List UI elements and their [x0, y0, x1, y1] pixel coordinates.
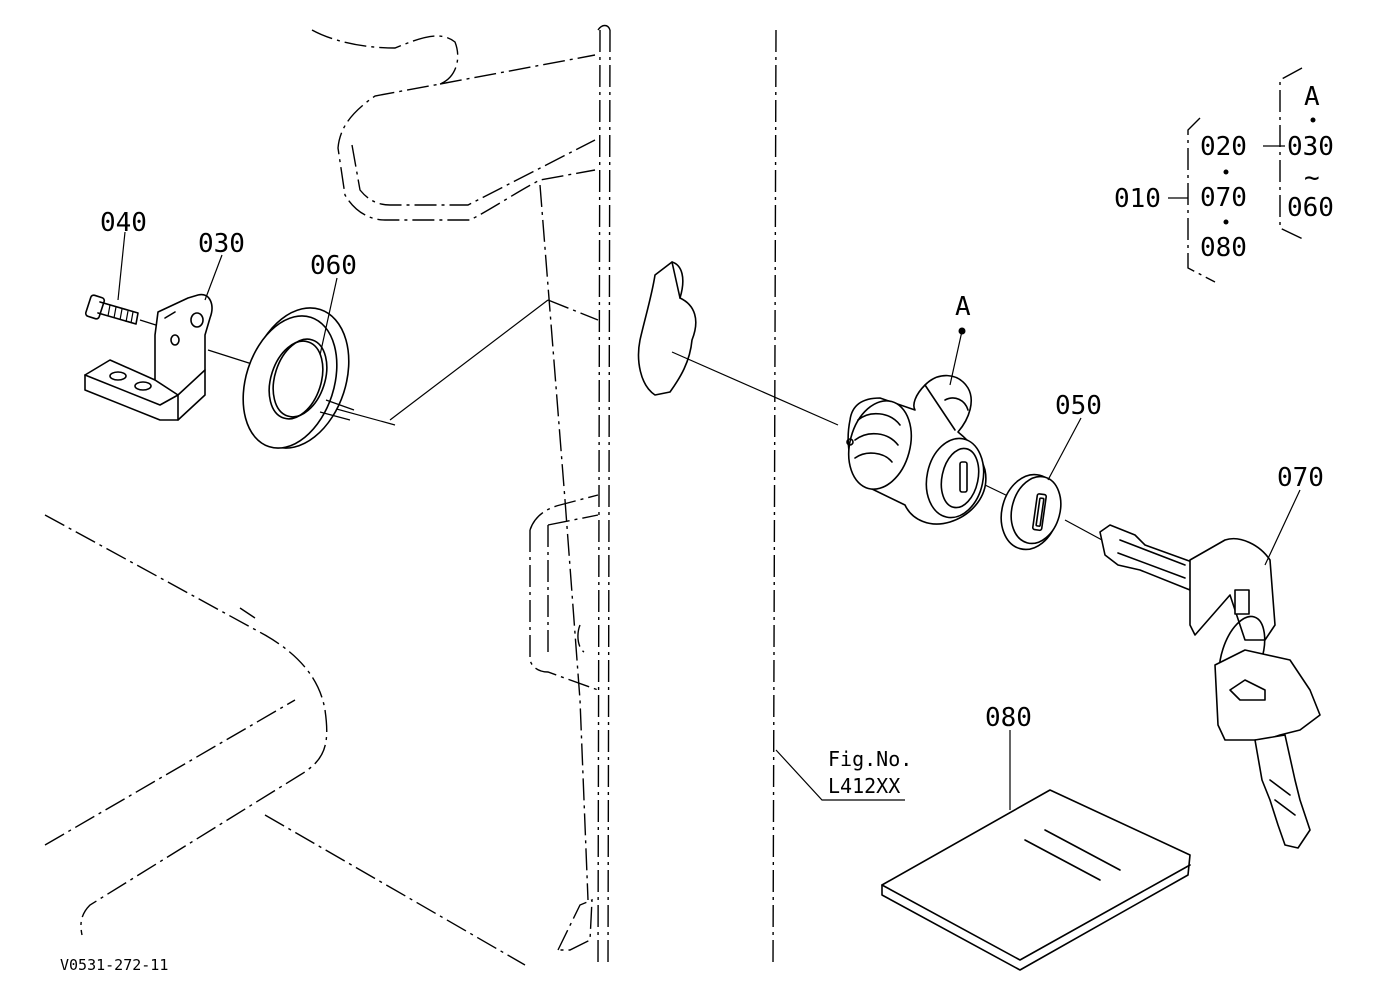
label-030: 030: [198, 229, 245, 259]
leader-lines: [117, 231, 1301, 810]
label-040: 040: [100, 208, 147, 238]
structure-tree: 010 020 070 080 A 030 ~ 060: [1114, 67, 1334, 283]
tree-ref-a: A: [1304, 82, 1320, 112]
label-ref-a: A: [955, 292, 971, 322]
tree-item-060: 060: [1287, 193, 1334, 223]
dust-cap-050: [1000, 473, 1062, 551]
lock-cylinder: [846, 374, 987, 525]
label-050: 050: [1055, 391, 1102, 421]
label-060: 060: [310, 251, 357, 281]
tree-range-sep: ~: [1304, 163, 1320, 193]
tree-root-010: 010: [1114, 184, 1161, 214]
label-080: 080: [985, 703, 1032, 733]
tree-item-020: 020: [1200, 132, 1247, 162]
bracket-030: [84, 293, 213, 421]
keys-070: [1099, 524, 1321, 849]
label-070: 070: [1277, 463, 1324, 493]
ref-a-leader: [949, 330, 963, 386]
bolt-040: [84, 294, 139, 325]
tree-item-070: 070: [1200, 183, 1247, 213]
tree-item-030: 030: [1287, 132, 1334, 162]
tree-item-080: 080: [1200, 233, 1247, 263]
machine-outline: [44, 24, 777, 966]
fig-no-label: Fig.No.: [828, 747, 912, 771]
fig-no-code: L412XX: [828, 774, 900, 798]
drawing-code: V0531-272-11: [60, 956, 168, 974]
panel-hole: [637, 261, 697, 396]
booklet-080: [881, 789, 1191, 971]
grommet-060: [242, 307, 355, 449]
